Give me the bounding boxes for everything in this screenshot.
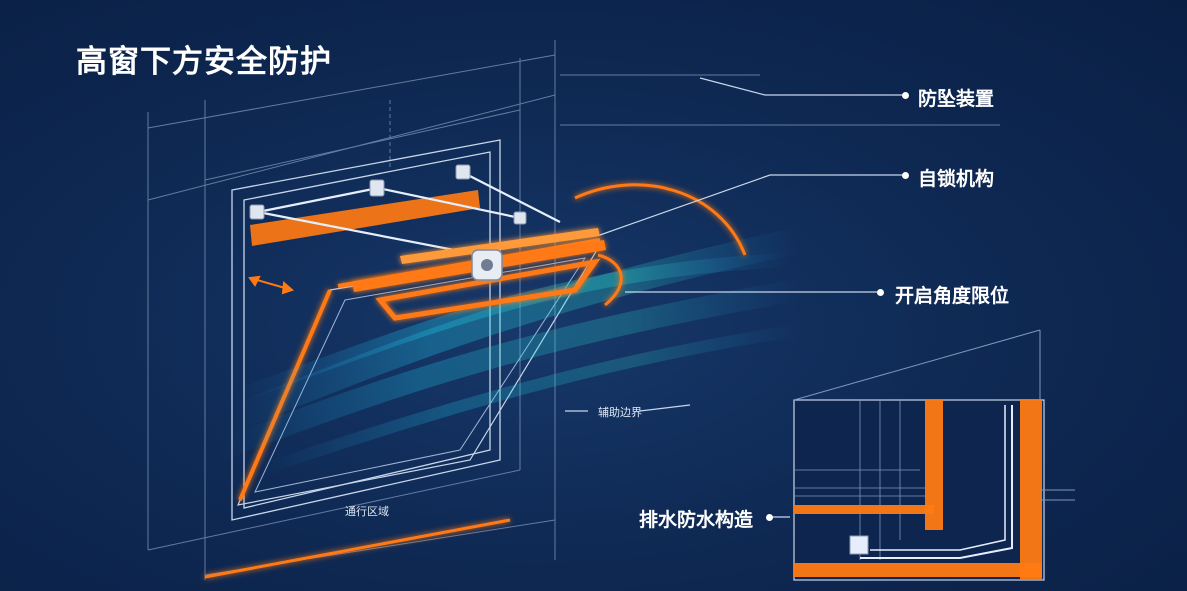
callout-dot-angle-limit xyxy=(877,289,884,296)
hinge-brackets xyxy=(249,164,527,225)
callout-self-lock: 自锁机构 xyxy=(918,168,995,190)
callout-dot-drainage xyxy=(766,514,773,521)
zone-label-auxiliary-boundary: 辅助边界 xyxy=(598,406,642,419)
callout-leaders xyxy=(565,77,905,518)
self-lock-mechanism xyxy=(352,228,606,321)
drainage-detail-panel xyxy=(793,329,1075,581)
passage-floor-line xyxy=(204,518,511,579)
airflow-streams xyxy=(216,227,803,476)
angle-limit-arcs xyxy=(574,183,747,307)
zone-label-passage-area: 通行区域 xyxy=(345,505,389,518)
callout-anti-fall: 防坠装置 xyxy=(918,88,995,110)
anti-fall-bar xyxy=(250,190,480,246)
dimension-arrow xyxy=(248,275,294,295)
callout-dot-anti-fall xyxy=(902,92,909,99)
callout-dot-self-lock xyxy=(902,172,909,179)
callout-drainage: 排水防水构造 xyxy=(639,509,754,531)
callout-angle-limit: 开启角度限位 xyxy=(895,285,1010,307)
support-cables xyxy=(257,171,561,257)
page-title: 高窗下方安全防护 xyxy=(76,44,332,80)
